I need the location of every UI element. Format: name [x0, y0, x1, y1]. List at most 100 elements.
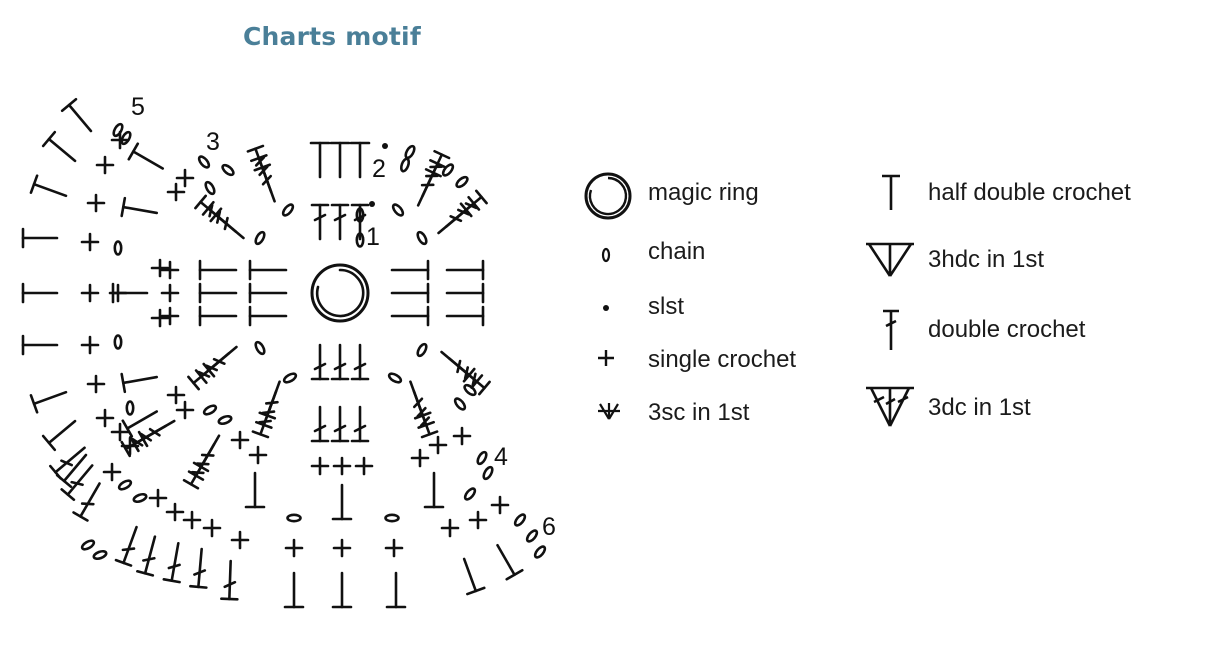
- hdc-mark: [349, 141, 371, 179]
- chain-mark: [387, 372, 403, 384]
- single-crochet-mark: [440, 518, 460, 538]
- chain-mark: [355, 207, 365, 223]
- dc-mark: [253, 163, 276, 203]
- hdc-mark: [111, 282, 149, 304]
- dc-mark: [72, 482, 101, 522]
- single-crochet-mark: [428, 435, 448, 455]
- single-crochet-mark: [182, 510, 202, 530]
- hdc-mark: [445, 259, 485, 281]
- magic-ring-inner-mark: [315, 268, 365, 318]
- round-number-2: 2: [372, 155, 386, 183]
- magic-ring-icon: [584, 172, 632, 220]
- hdc-mark: [462, 557, 486, 596]
- dc-mark: [310, 203, 330, 241]
- chain-mark: [80, 539, 96, 551]
- single-crochet-mark: [86, 374, 106, 394]
- chain-mark: [525, 529, 539, 543]
- single-crochet-mark: [95, 408, 115, 428]
- hdc-mark: [423, 471, 445, 509]
- dc-mark: [114, 525, 138, 567]
- dc-mark: [409, 380, 432, 420]
- single-crochet-mark: [160, 260, 180, 280]
- legend-label-half-double-crochet: half double crochet: [928, 179, 1131, 206]
- slst-mark: [382, 143, 388, 149]
- chain-mark: [92, 549, 108, 561]
- dc-mark: [350, 405, 370, 443]
- single-crochet-mark: [165, 502, 185, 522]
- single-crochet-mark: [95, 155, 115, 175]
- hdc-mark: [29, 174, 68, 198]
- single-crochet-mark: [166, 385, 186, 405]
- single-crochet-mark: [230, 530, 250, 550]
- chain-mark: [404, 144, 416, 160]
- hdc-mark: [29, 390, 68, 414]
- dc-mark: [60, 464, 94, 501]
- chain-mark: [132, 492, 148, 504]
- chain-mark: [441, 163, 455, 177]
- single-crochet-mark: [148, 488, 168, 508]
- chain-mark: [463, 487, 477, 501]
- 3hdc-in-1st-icon: [866, 242, 914, 277]
- chain-mark: [125, 400, 135, 416]
- legend-label-double-crochet: double crochet: [928, 316, 1086, 343]
- chain-mark: [391, 203, 405, 217]
- single-crochet-mark: [452, 426, 472, 446]
- hdc-mark: [496, 543, 524, 581]
- chain-mark: [455, 175, 469, 189]
- round-number-1: 1: [366, 223, 380, 251]
- dc-mark: [330, 203, 350, 241]
- legend-label-chain: chain: [648, 238, 706, 265]
- hdc-mark: [445, 305, 485, 327]
- single-crochet-mark: [150, 258, 170, 278]
- magic-ring-mark: [310, 263, 370, 323]
- chain-mark: [204, 180, 216, 196]
- legend-label-slst: slst: [648, 293, 684, 320]
- chain-mark: [281, 203, 295, 217]
- hdc-mark: [385, 571, 407, 609]
- round-number-6: 6: [542, 513, 556, 541]
- single-crochet-mark: [310, 456, 330, 476]
- single-crochet-mark: [166, 182, 186, 202]
- single-crochet-mark: [175, 400, 195, 420]
- legend-label-single-crochet: single crochet: [648, 346, 797, 373]
- dc-mark: [136, 535, 157, 577]
- slst-mark: [369, 201, 375, 207]
- single-crochet-mark: [80, 283, 100, 303]
- single-crochet-mark: [120, 436, 140, 456]
- hdc-mark: [309, 141, 331, 179]
- chain-mark: [113, 240, 123, 256]
- hdc-mark: [21, 282, 59, 304]
- chain-mark: [120, 130, 132, 146]
- hdc-mark: [120, 372, 159, 394]
- legend-label-magic-ring: magic ring: [648, 179, 759, 206]
- chain-mark: [113, 334, 123, 350]
- hdc-mark: [127, 142, 165, 170]
- single-crochet-mark: [80, 335, 100, 355]
- chain-mark: [399, 157, 411, 173]
- chain-mark: [202, 404, 218, 416]
- hdc-mark: [120, 196, 159, 218]
- hdc-mark: [244, 471, 266, 509]
- chain-icon: [601, 247, 611, 263]
- single-crochet-mark: [230, 430, 250, 450]
- round-number-5: 5: [131, 93, 145, 121]
- round-number-3: 3: [206, 128, 220, 156]
- dc-mark: [330, 343, 350, 381]
- chain-mark: [513, 513, 527, 527]
- dc-mark: [162, 541, 181, 584]
- legend-label-3sc-in-1st: 3sc in 1st: [648, 399, 750, 426]
- dc-mark: [258, 380, 281, 420]
- chain-mark: [416, 230, 428, 246]
- chain-mark: [286, 513, 302, 523]
- chain-mark: [197, 155, 211, 169]
- single-crochet-mark: [410, 448, 430, 468]
- chain-mark: [355, 232, 365, 248]
- hdc-mark: [21, 334, 59, 356]
- single-crochet-mark: [110, 130, 130, 150]
- dc-mark: [310, 405, 330, 443]
- single-crochet-mark: [384, 538, 404, 558]
- hdc-mark: [248, 282, 288, 304]
- chain-mark: [384, 513, 400, 523]
- dc-mark: [437, 202, 473, 235]
